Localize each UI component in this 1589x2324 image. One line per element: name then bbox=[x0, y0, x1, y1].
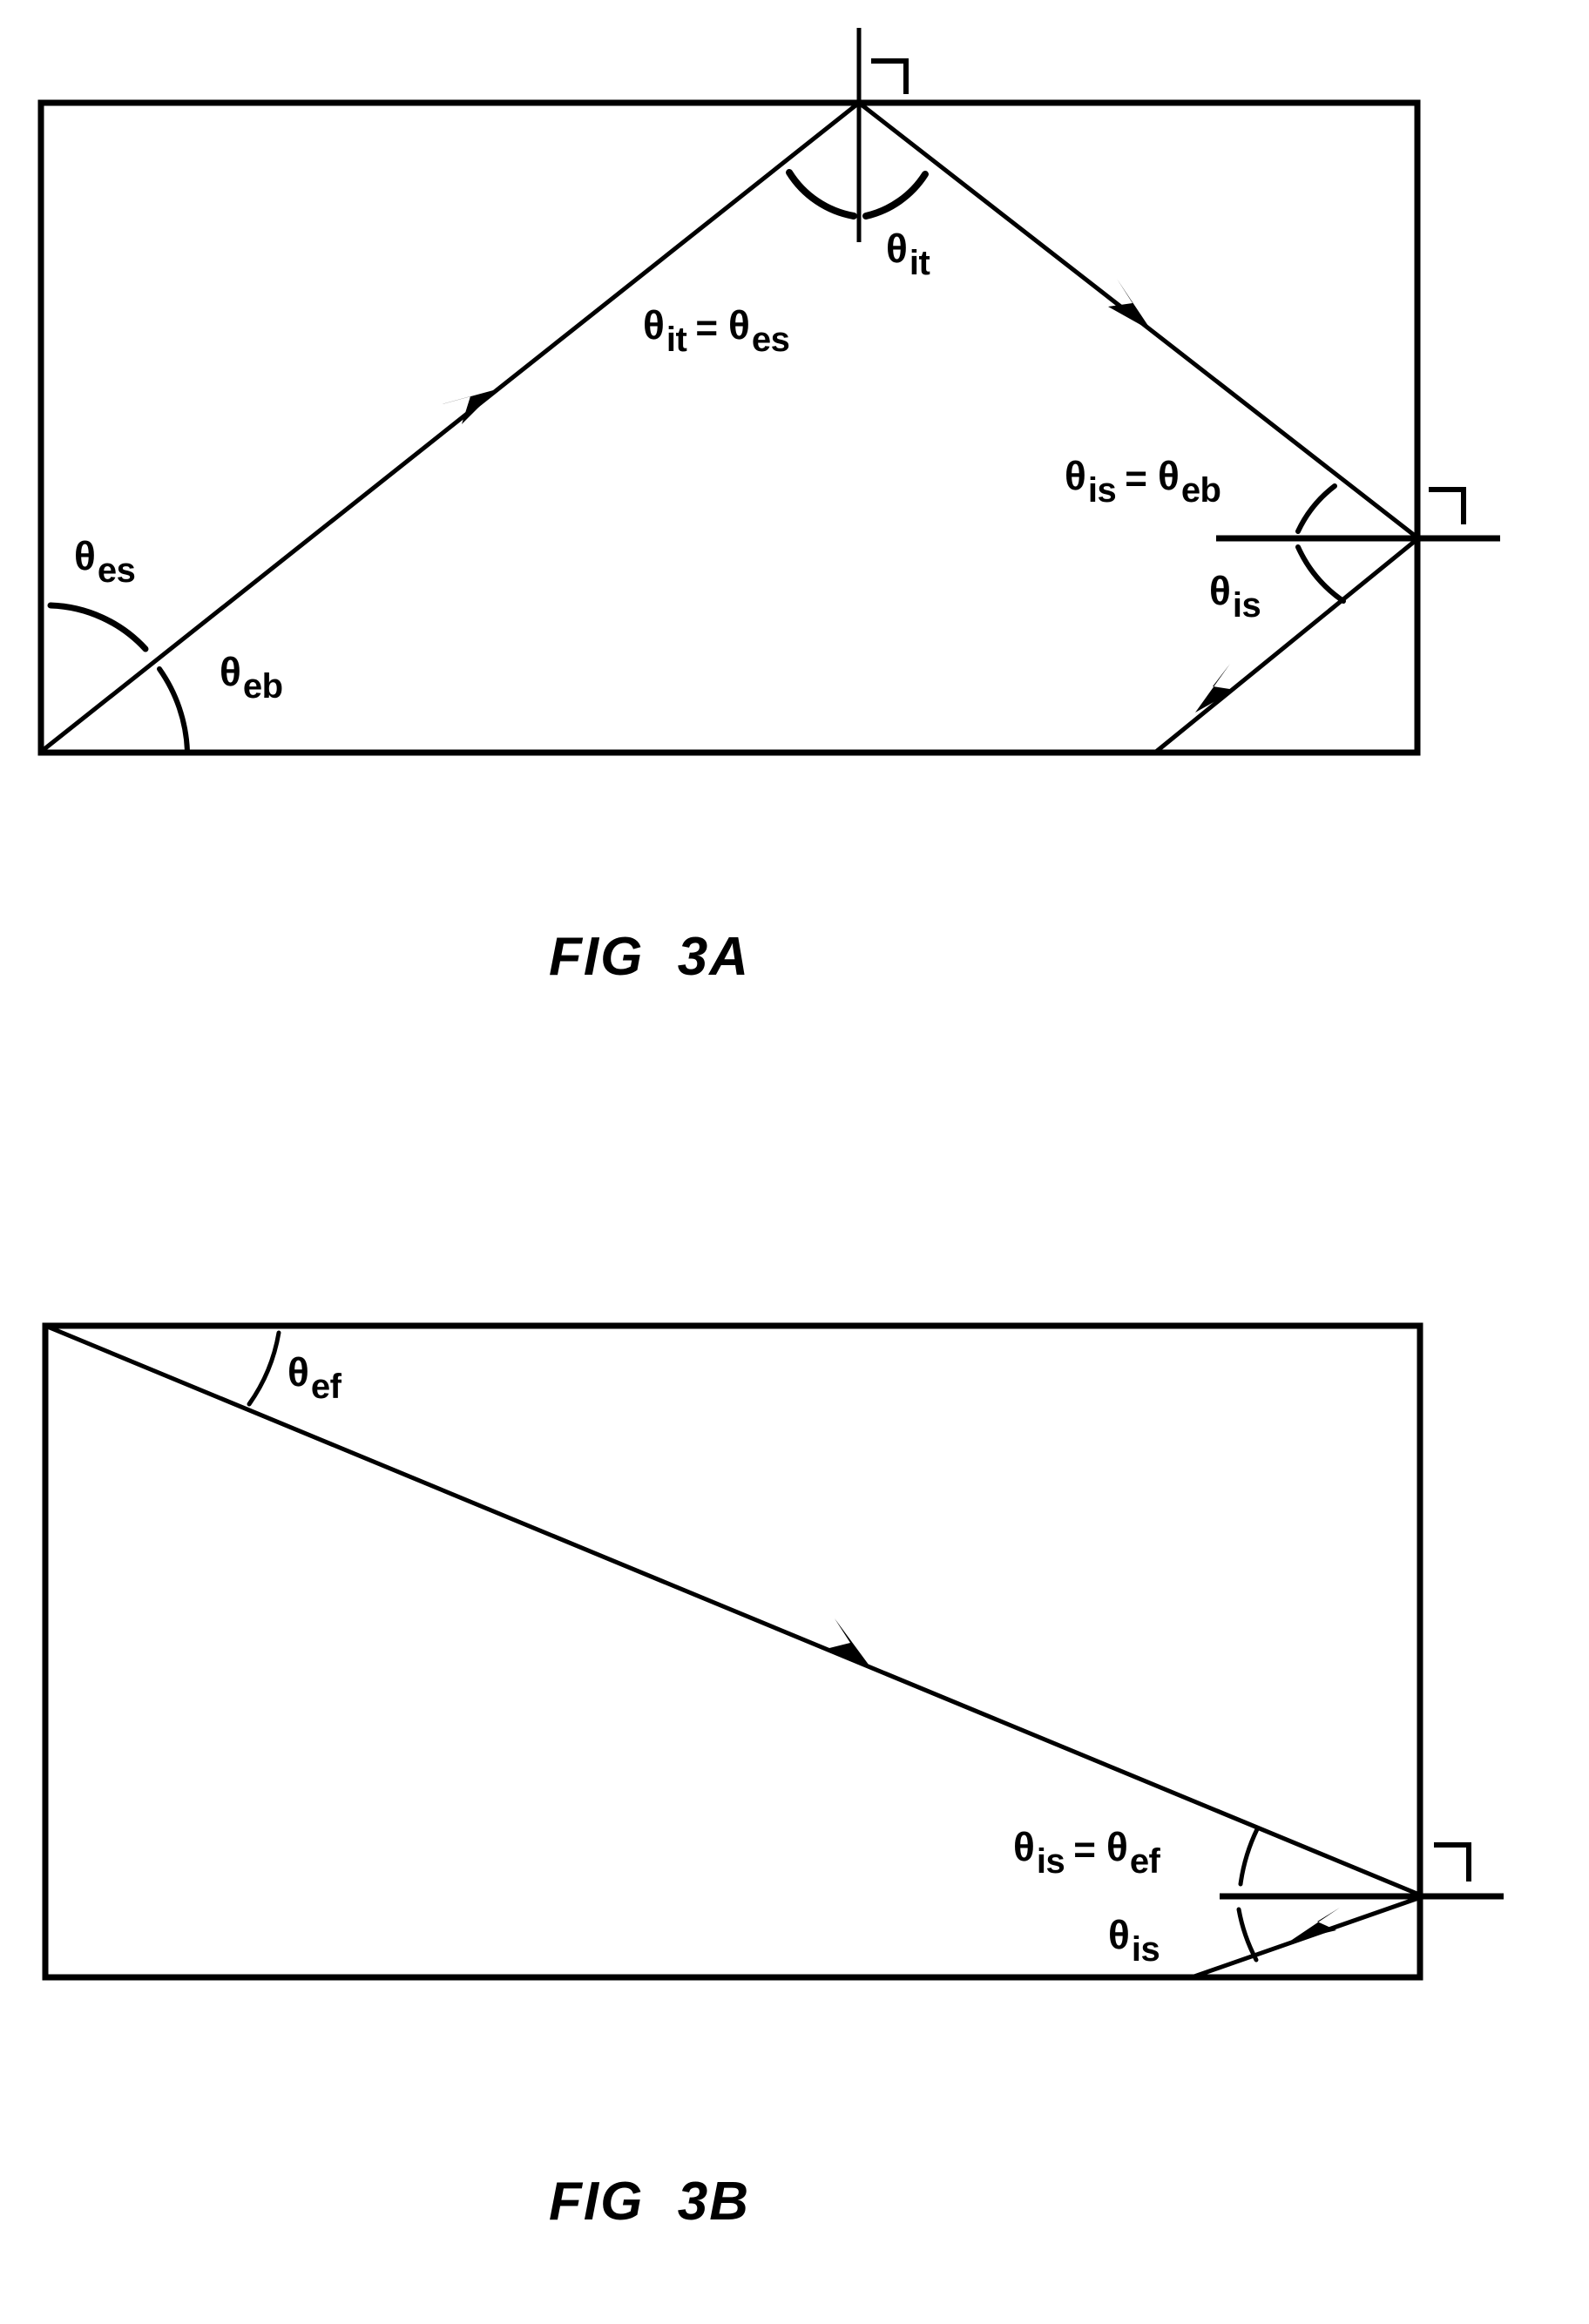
fig3a-right-angle-mark-right bbox=[1429, 487, 1466, 524]
fig3b-incident-ray bbox=[44, 1323, 1424, 1899]
theta-symbol: θ bbox=[1065, 453, 1086, 498]
fig-3a-group bbox=[37, 28, 1500, 756]
label-theta-is-equals-theta-ef: θis=θef bbox=[1013, 1824, 1160, 1879]
theta-subscript-2: es bbox=[751, 321, 790, 359]
theta-subscript: it bbox=[666, 321, 687, 359]
fig3a-reflected-arrowhead-2 bbox=[1195, 664, 1235, 713]
equals-sign: = bbox=[1073, 1828, 1096, 1871]
theta-subscript: ef bbox=[310, 1368, 341, 1406]
theta-symbol: θ bbox=[74, 533, 96, 578]
label-theta-is-a: θis bbox=[1209, 568, 1261, 623]
theta-symbol: θ bbox=[643, 302, 665, 348]
fig3a-arc-theta-is-eb bbox=[1295, 483, 1337, 534]
fig3a-incident-arrowhead bbox=[436, 389, 497, 424]
theta-symbol: θ bbox=[1108, 1912, 1130, 1957]
theta-subscript-2: ef bbox=[1129, 1842, 1160, 1881]
fig3a-incident-ray bbox=[39, 101, 861, 753]
fig3a-arc-theta-es bbox=[47, 602, 149, 652]
theta-symbol: θ bbox=[1013, 1824, 1035, 1869]
theta-symbol: θ bbox=[1209, 568, 1231, 613]
fig3a-reflected-arrowhead-1 bbox=[1108, 279, 1152, 331]
fig3a-boundary-rect bbox=[37, 99, 1421, 756]
fig3b-incident-arrowhead bbox=[826, 1618, 871, 1668]
fig3a-arc-apex-right bbox=[862, 171, 929, 220]
theta-symbol: θ bbox=[220, 649, 241, 694]
theta-symbol: θ bbox=[287, 1349, 309, 1395]
label-theta-eb: θeb bbox=[220, 649, 283, 704]
fig3a-arc-apex-left bbox=[786, 169, 857, 220]
fig3a-arc-theta-eb bbox=[157, 666, 190, 753]
label-theta-ef: θef bbox=[287, 1349, 341, 1404]
fig3b-arc-theta-ef bbox=[247, 1330, 281, 1407]
theta-subscript: it bbox=[909, 244, 930, 282]
fig3a-arc-theta-is bbox=[1295, 544, 1346, 604]
figure-3a-caption: FIG 3A bbox=[549, 927, 751, 987]
theta-subscript: eb bbox=[242, 667, 283, 706]
label-theta-is-equals-theta-eb: θis=θeb bbox=[1065, 453, 1221, 508]
fig3b-reflected-arrowhead bbox=[1289, 1908, 1340, 1942]
theta-symbol-2: θ bbox=[728, 302, 750, 348]
fig3a-reflected-ray-2 bbox=[1154, 537, 1420, 753]
fig3b-arc-theta-is-b bbox=[1236, 1907, 1259, 1963]
fig-3b-group bbox=[42, 1322, 1504, 1981]
theta-subscript: is bbox=[1232, 586, 1261, 625]
label-theta-es: θes bbox=[74, 533, 136, 588]
label-theta-it-equals-theta-es: θit=θes bbox=[643, 302, 790, 357]
theta-subscript: is bbox=[1087, 471, 1117, 510]
theta-subscript-2: eb bbox=[1180, 471, 1221, 510]
theta-subscript: es bbox=[97, 551, 136, 590]
equals-sign: = bbox=[695, 307, 719, 349]
label-theta-is-b: θis bbox=[1108, 1912, 1160, 1967]
fig3b-arc-theta-is-ef bbox=[1238, 1827, 1260, 1887]
theta-subscript: is bbox=[1131, 1930, 1160, 1969]
equals-sign: = bbox=[1125, 457, 1147, 500]
fig3b-boundary-rect bbox=[42, 1322, 1423, 1981]
theta-symbol-2: θ bbox=[1106, 1824, 1128, 1869]
figure-3b-caption: FIG 3B bbox=[549, 2172, 751, 2232]
theta-symbol: θ bbox=[886, 226, 908, 271]
label-theta-it: θit bbox=[886, 226, 930, 280]
fig3a-right-angle-mark-apex bbox=[871, 58, 909, 94]
theta-subscript: is bbox=[1036, 1842, 1065, 1881]
theta-symbol-2: θ bbox=[1157, 453, 1180, 498]
fig3b-right-angle-mark bbox=[1434, 1842, 1471, 1881]
